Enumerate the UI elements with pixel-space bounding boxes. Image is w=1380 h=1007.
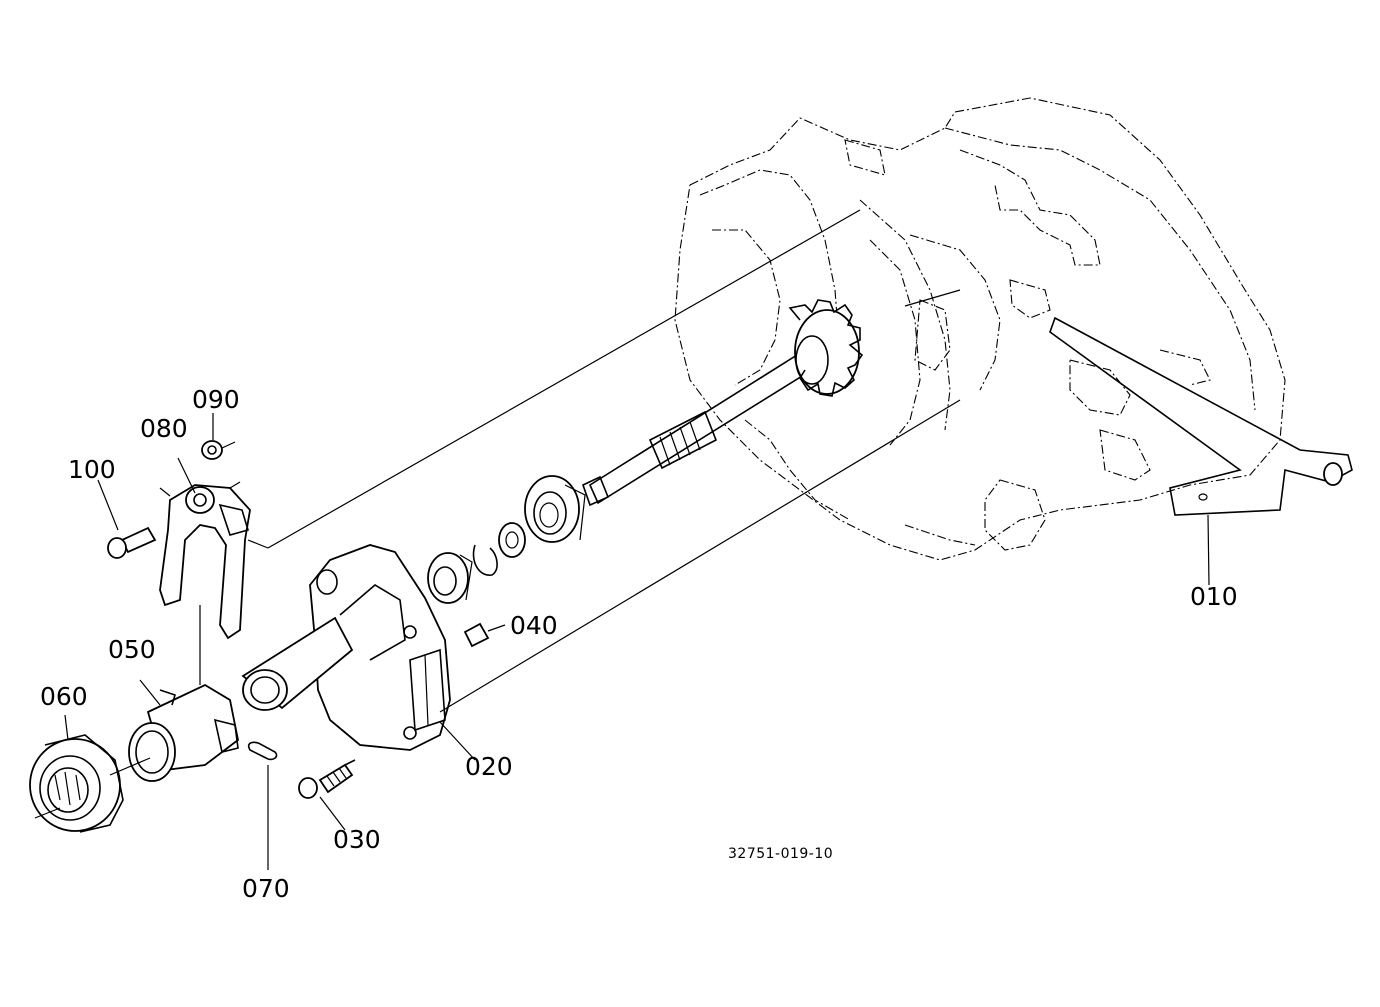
release-bearing-holder [241,544,476,761]
pin [463,622,506,648]
release-sleeve [128,605,239,782]
spring-clip [247,741,278,870]
callout-030: 030 [333,825,381,854]
gear [788,299,864,397]
callout-020: 020 [465,752,513,781]
callout-070: 070 [242,874,290,903]
release-bearing [29,714,151,833]
bearing [524,475,586,543]
snap-ring [472,544,498,576]
callout-050: 050 [108,635,156,664]
callouts: 010 020 030 040 050 060 070 080 090 100 [40,385,1238,903]
callout-090: 090 [192,385,240,414]
bolt [298,759,356,831]
clutch-shaft-lever [1049,316,1353,586]
main-shaft-assembly [427,299,864,604]
transmission-housing [674,97,1286,561]
callout-060: 060 [40,682,88,711]
callout-010: 010 [1190,582,1238,611]
callout-080: 080 [140,414,188,443]
assembly-lines [247,209,961,713]
callout-100: 100 [68,455,116,484]
small-bearing [427,552,473,604]
nut [201,440,223,460]
callout-040: 040 [510,611,558,640]
reference-code: 32751-019-10 [728,846,833,862]
release-fork [97,413,251,640]
washer [498,522,526,558]
